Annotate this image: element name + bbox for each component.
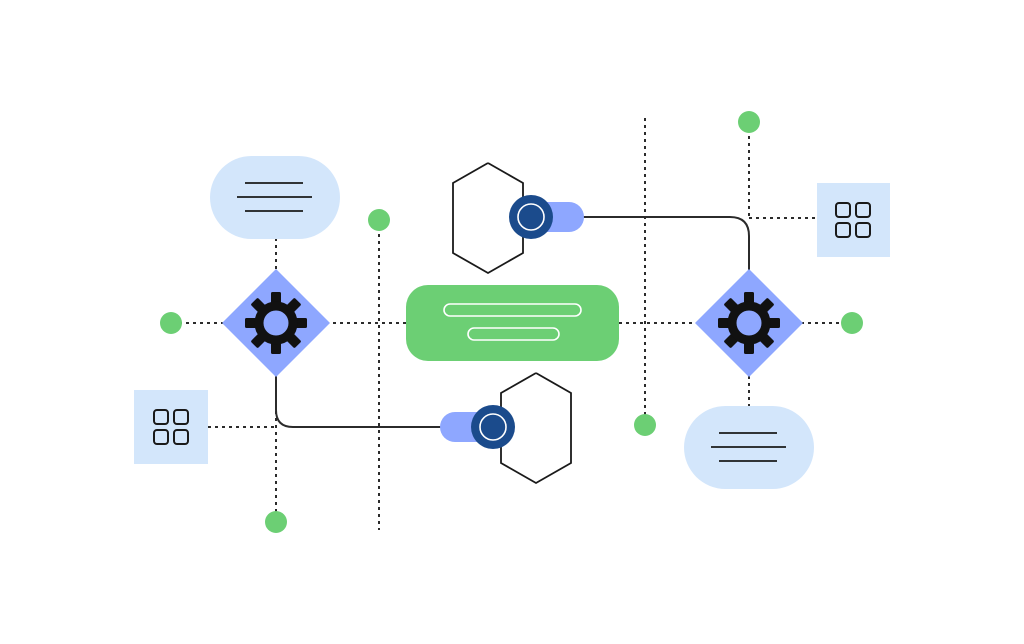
endpoint-dot-right: [841, 312, 863, 334]
endpoint-dot-center-left-top: [368, 209, 390, 231]
process-box-line-long: [443, 303, 582, 317]
grid-tile-left: [134, 390, 208, 464]
grid-tile: [134, 390, 208, 464]
endpoint-dot-left: [160, 312, 182, 334]
hexagon-outline-icon: [452, 162, 524, 275]
solid-connectors: [275, 216, 750, 428]
decision-diamond: [222, 269, 330, 377]
decision-diamond: [695, 269, 803, 377]
toggle-top[interactable]: [509, 195, 584, 239]
grid-tile-right: [817, 183, 890, 257]
toggle-knob: [471, 405, 515, 449]
endpoint-dot-top-right: [738, 111, 760, 133]
toggle-knob-ring: [479, 413, 507, 441]
solid-line-toggle-to-right: [565, 216, 750, 270]
hexagon-outline-icon: [500, 372, 572, 485]
process-box: [406, 285, 619, 361]
process-box-body: [406, 285, 619, 361]
decision-node-right: [695, 269, 803, 377]
endpoint-dot-center-right-bottom: [634, 414, 656, 436]
decision-node-left: [222, 269, 330, 377]
endpoint-dots: [160, 111, 863, 533]
text-lines-icon: [237, 182, 312, 212]
endpoint-dot-bottom-left: [265, 511, 287, 533]
bubble-bottom-right: [684, 406, 814, 489]
solid-line-left-to-toggle: [275, 376, 458, 428]
dotted-connectors: [172, 118, 852, 530]
hexagon-outline-top: [452, 162, 524, 275]
grid-tile: [817, 183, 890, 257]
toggle-bottom[interactable]: [440, 405, 515, 449]
bubble-top-left: [210, 156, 340, 239]
hexagon-outline-bottom: [500, 372, 572, 485]
text-lines-icon: [711, 432, 786, 462]
process-box-line-short: [467, 327, 560, 341]
toggle-knob-ring: [517, 203, 545, 231]
toggle-knob: [509, 195, 553, 239]
